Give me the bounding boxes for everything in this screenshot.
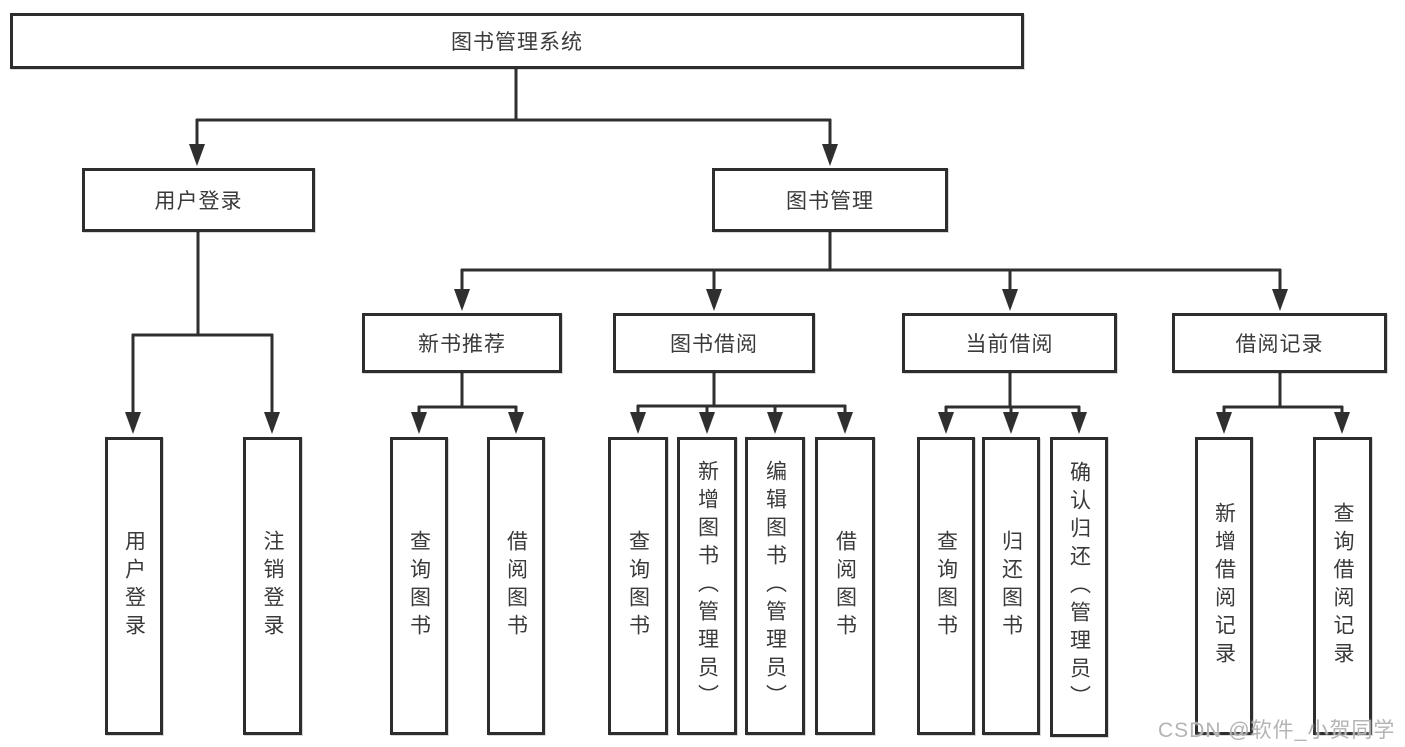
- leaf-logout: 注销登录: [243, 437, 302, 735]
- leaf-logout-label: 注销登录: [261, 530, 284, 642]
- leaf-edit-book-admin: 编辑图书（管理员）: [745, 437, 805, 735]
- node-book-borrowing: 图书借阅: [613, 313, 815, 373]
- node-current-borrowing-label: 当前借阅: [965, 333, 1054, 356]
- node-borrowing-records-label: 借阅记录: [1235, 333, 1324, 356]
- node-book-management: 图书管理: [712, 168, 948, 232]
- connector-paths: [131, 68, 1344, 416]
- leaf-query-books-borrowing: 查询图书: [608, 437, 668, 735]
- leaf-borrow-books-recommend: 借阅图书: [487, 437, 545, 735]
- leaf-confirm-return-admin-label: 确认归还（管理员）: [1067, 461, 1091, 713]
- leaf-add-book-admin: 新增图书（管理员）: [677, 437, 737, 735]
- leaf-query-borrow-record-label: 查询借阅记录: [1331, 502, 1354, 670]
- node-borrowing-records: 借阅记录: [1172, 313, 1387, 373]
- node-book-management-label: 图书管理: [786, 190, 874, 213]
- node-library-system: 图书管理系统: [10, 13, 1024, 69]
- node-new-book-recommend: 新书推荐: [362, 313, 562, 373]
- csdn-watermark: CSDN @软件_小贺同学: [1158, 719, 1396, 742]
- leaf-edit-book-admin-label: 编辑图书（管理员）: [763, 460, 787, 712]
- leaf-add-borrow-record-label: 新增借阅记录: [1212, 502, 1236, 670]
- node-library-system-label: 图书管理系统: [451, 31, 583, 54]
- node-user-login-branch: 用户登录: [82, 168, 315, 232]
- leaf-query-books-current: 查询图书: [917, 437, 975, 735]
- leaf-add-book-admin-label: 新增图书（管理员）: [695, 460, 719, 712]
- leaf-return-books: 归还图书: [982, 437, 1040, 735]
- node-book-borrowing-label: 图书借阅: [670, 333, 758, 356]
- leaf-borrow-books-borrowing-label: 借阅图书: [833, 530, 857, 642]
- leaf-user-login: 用户登录: [105, 437, 163, 735]
- leaf-query-books-current-label: 查询图书: [934, 530, 958, 642]
- leaf-query-books-borrowing-label: 查询图书: [626, 530, 650, 642]
- leaf-add-borrow-record: 新增借阅记录: [1195, 437, 1253, 735]
- arrowheads: [125, 144, 1350, 434]
- leaf-query-borrow-record: 查询借阅记录: [1313, 437, 1372, 735]
- leaf-query-books-recommend-label: 查询图书: [407, 530, 431, 642]
- leaf-borrow-books-recommend-label: 借阅图书: [504, 530, 528, 642]
- node-user-login-branch-label: 用户登录: [154, 190, 243, 213]
- leaf-return-books-label: 归还图书: [999, 530, 1023, 642]
- node-current-borrowing: 当前借阅: [902, 313, 1117, 373]
- leaf-query-books-recommend: 查询图书: [390, 437, 448, 735]
- node-new-book-recommend-label: 新书推荐: [418, 333, 506, 356]
- leaf-user-login-label: 用户登录: [122, 530, 146, 642]
- leaf-borrow-books-borrowing: 借阅图书: [815, 437, 875, 735]
- leaf-confirm-return-admin: 确认归还（管理员）: [1050, 437, 1108, 737]
